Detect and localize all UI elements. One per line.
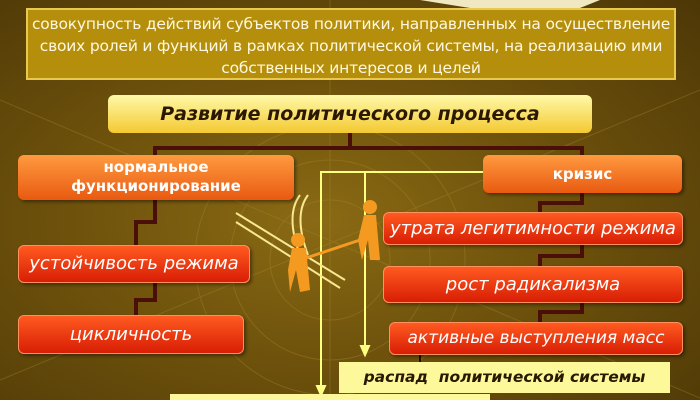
tree-connectors [134,133,584,322]
top-shape [420,0,600,8]
title-box: Развитие политического процесса [108,95,592,133]
arrows [315,171,483,398]
mass-protests-box: активные выступления масс [389,322,683,355]
normal-functioning-box: нормальное функционирование [18,155,294,200]
cyclicity-box: цикличность [18,315,244,354]
ladder-icon [235,194,346,289]
legitimacy-loss-box: утрата легитимности режима [383,212,683,245]
people-icon [288,200,380,292]
system-collapse-box: распад политической системы [339,362,670,393]
crisis-box: кризис [483,155,682,193]
regime-stability-box: устойчивость режима [18,245,250,283]
radicalism-box: рост радикализма [383,266,683,303]
definition-box: совокупность действий субъектов политики… [26,8,676,80]
bottom-box [170,394,490,400]
